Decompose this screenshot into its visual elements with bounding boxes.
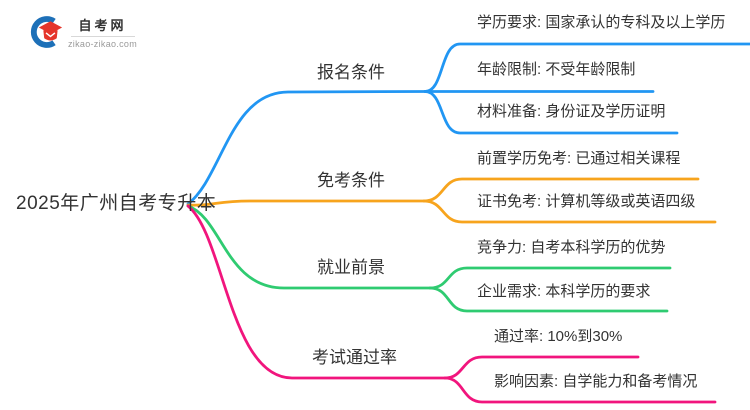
logo-title: 自考网 [78, 18, 127, 33]
branch-lines-exemption [186, 177, 717, 224]
branch-node-exemption: 免考条件 [317, 171, 385, 190]
leaf-node-age-limit: 年龄限制: 不受年龄限制 [477, 61, 636, 78]
leaf-node-influencing-factors: 影响因素: 自学能力和备考情况 [494, 373, 698, 390]
logo-text: 自考网 zikao-zikao.com [68, 15, 137, 49]
branch-lines-career [186, 204, 672, 313]
leaf-node-competitiveness: 竞争力: 自考本科学历的优势 [477, 239, 666, 256]
leaf-node-materials: 材料准备: 身份证及学历证明 [477, 103, 666, 120]
site-logo[interactable]: 自考网 zikao-zikao.com [28, 10, 148, 54]
logo-domain: zikao-zikao.com [68, 39, 138, 49]
leaf-node-pass-rate: 通过率: 10%到30% [494, 328, 623, 345]
branch-node-career: 就业前景 [317, 258, 385, 277]
leaf-node-education-requirement: 学历要求: 国家承认的专科及以上学历 [477, 14, 726, 31]
branch-lines-passrate [186, 204, 717, 404]
root-node: 2025年广州自考专升本 [16, 193, 217, 214]
leaf-node-certificate-exemption: 证书免考: 计算机等级或英语四级 [477, 193, 696, 210]
leaf-node-employer-demand: 企业需求: 本科学历的要求 [477, 283, 651, 300]
branch-lines-enrollment [186, 42, 750, 206]
branch-node-enrollment: 报名条件 [317, 63, 385, 82]
logo-divider [70, 36, 135, 37]
leaf-node-prior-education-exemption: 前置学历免考: 已通过相关课程 [477, 150, 681, 167]
graduation-cap-icon [30, 16, 63, 48]
branch-node-passrate: 考试通过率 [312, 348, 397, 367]
